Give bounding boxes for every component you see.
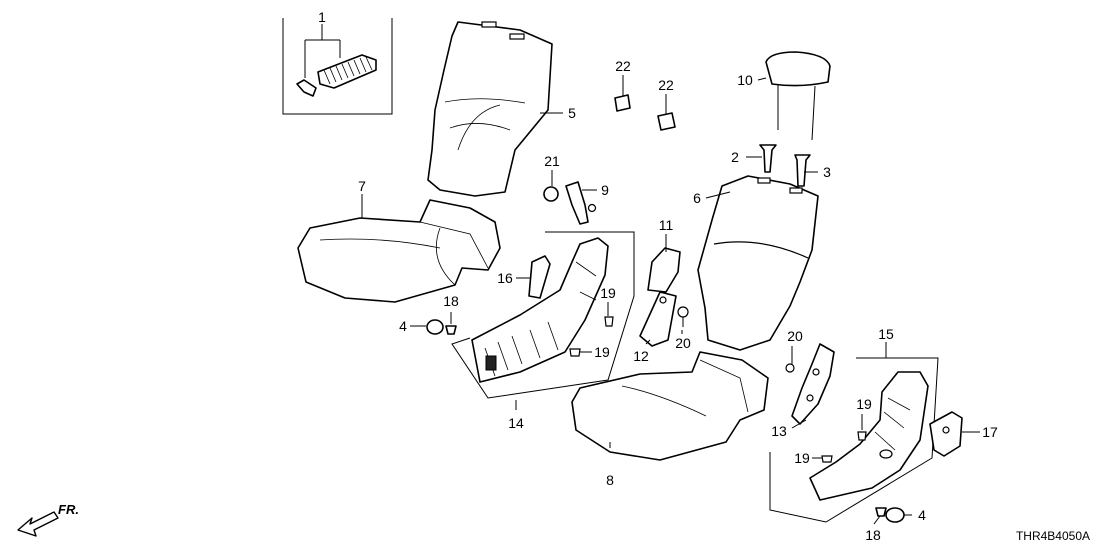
callout-13: 13	[771, 423, 787, 439]
callout-19-a: 19	[600, 285, 616, 301]
callout-21: 21	[544, 153, 560, 169]
part-5-seat-back-left	[427, 21, 553, 197]
callout-15: 15	[878, 326, 894, 342]
part-11-12-covers	[639, 247, 681, 347]
callout-1: 1	[318, 9, 326, 25]
callout-7: 7	[358, 178, 366, 194]
callout-10: 10	[737, 72, 753, 88]
part-8-seat-cushion-right	[571, 351, 769, 461]
callout-17: 17	[982, 424, 998, 440]
callout-18-left: 18	[443, 293, 459, 309]
callout-5: 5	[568, 105, 576, 121]
diagram-code: THR4B4050A	[1016, 529, 1090, 543]
callout-16: 16	[497, 270, 513, 286]
part-15-side-panel-group	[769, 357, 939, 523]
callout-11: 11	[659, 217, 674, 233]
callout-2: 2	[731, 149, 739, 165]
part-14-side-frame-group	[451, 231, 635, 399]
callout-22-a: 22	[615, 58, 631, 74]
callout-4-left: 4	[399, 318, 407, 334]
callout-8: 8	[606, 472, 614, 488]
part-16-trim	[528, 255, 551, 299]
part-22-pads	[614, 94, 676, 131]
callout-18-right: 18	[865, 527, 881, 543]
fasteners-right	[821, 431, 905, 523]
part-9-21-latch	[543, 181, 597, 225]
callout-19-b: 19	[594, 344, 610, 360]
part-17-handle	[929, 411, 963, 457]
callout-14: 14	[508, 415, 524, 431]
fasteners	[426, 306, 689, 357]
spring-coil	[317, 54, 377, 89]
front-direction-arrow-icon: FR.	[17, 502, 79, 537]
leader-lines	[361, 75, 980, 525]
part-13-bracket	[785, 343, 835, 425]
callout-20-b: 20	[787, 328, 803, 344]
callout-3: 3	[823, 164, 831, 180]
part-10-headrest	[765, 51, 831, 141]
part-1-inset	[282, 18, 393, 115]
part-6-seat-back-right	[697, 175, 819, 351]
callout-19-c: 19	[856, 396, 872, 412]
callout-labels: 1 2 3 4 4 5 6 7 8 9 10 11 12 13 14 15 16…	[318, 9, 998, 543]
part-2-3-guides	[759, 144, 811, 187]
callout-12: 12	[633, 348, 649, 364]
callout-9: 9	[601, 182, 609, 198]
callout-20-a: 20	[675, 335, 691, 351]
front-arrow-label: FR.	[58, 502, 79, 517]
part-7-seat-cushion-left	[297, 199, 501, 303]
callout-6: 6	[693, 190, 701, 206]
callout-19-d: 19	[794, 450, 810, 466]
callout-22-b: 22	[658, 77, 674, 93]
callout-4-right: 4	[918, 507, 926, 523]
